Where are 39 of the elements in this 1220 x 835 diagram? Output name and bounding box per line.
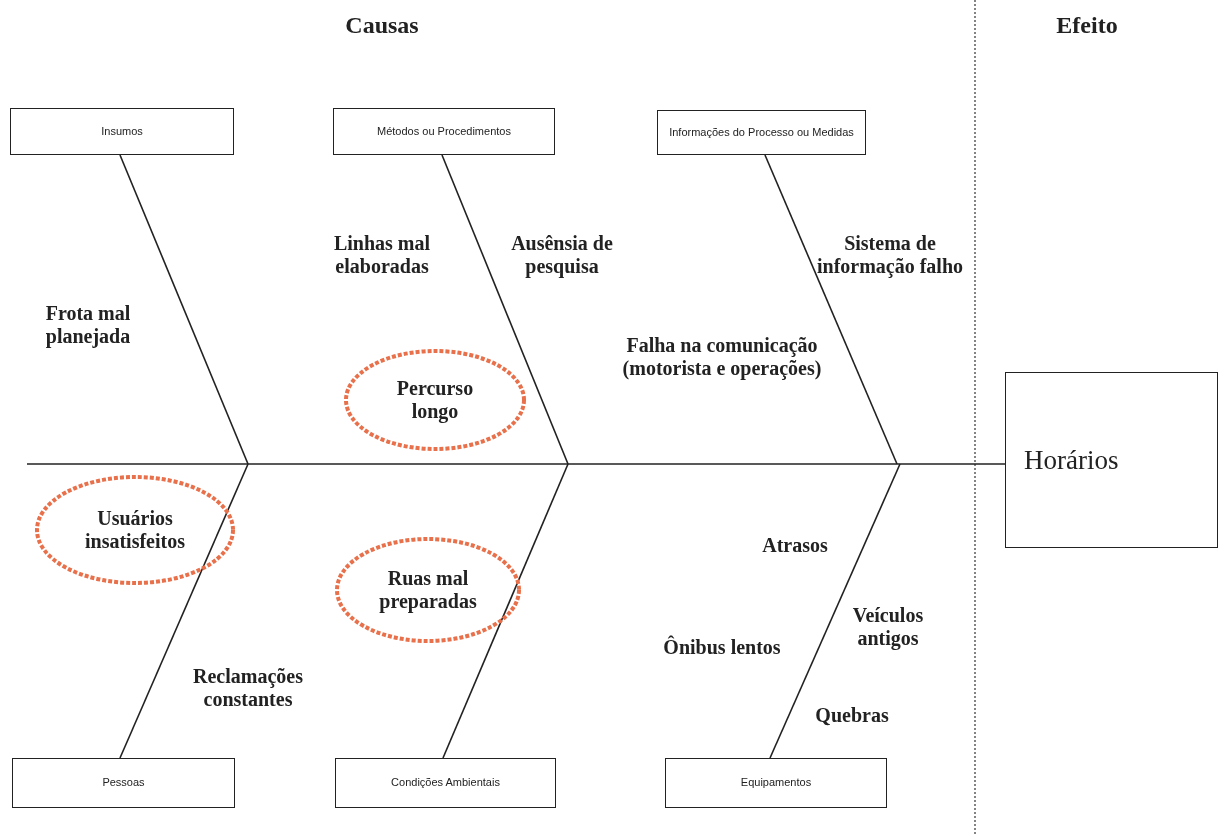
category-box (665, 758, 887, 808)
category-label: Métodos ou Procedimentos (377, 124, 511, 139)
highlighted-cause (333, 535, 523, 645)
category-box (12, 758, 235, 808)
cause-text: Falha na comunicação (motorista e operações) (621, 334, 823, 380)
bone-line (441, 154, 569, 465)
spine-line (26, 463, 1006, 465)
category-label: Pessoas (102, 776, 145, 790)
highlighted-cause (342, 347, 528, 453)
cause-text: Percurso longo (395, 377, 475, 423)
cause-text: Ruas mal preparadas (378, 567, 478, 613)
cause-text: Frota mal planejada (44, 302, 132, 348)
section-heading: Efeito (1055, 12, 1119, 40)
bone-line (119, 463, 249, 759)
cause-text: Usuários insatisfeitos (84, 507, 186, 553)
category-label: Equipamentos (740, 776, 812, 790)
category-box (10, 108, 234, 155)
bone-line (442, 463, 569, 759)
section-heading: Causas (344, 12, 420, 40)
category-label: Informações do Processo ou Medidas (669, 125, 854, 140)
cause-text: Reclamações constantes (192, 665, 304, 711)
cause-text: Ônibus lentos (662, 635, 782, 659)
cause-text: Quebras (814, 703, 890, 727)
cause-text: Sistema de informação falho (815, 232, 965, 278)
cause-text: Atrasos (761, 533, 829, 557)
effect-box (1005, 372, 1218, 548)
bone-line (119, 154, 249, 465)
category-box (335, 758, 556, 808)
bone-line (764, 154, 898, 465)
cause-text: Ausênsia de pesquisa (510, 232, 614, 278)
category-box (333, 108, 555, 155)
cause-text: Veículos antigos (851, 604, 925, 650)
highlighted-cause (33, 473, 237, 587)
category-label: Insumos (101, 124, 143, 139)
category-label: Condições Ambientais (391, 776, 500, 790)
effect-label: Horários (1024, 444, 1119, 476)
category-box (657, 110, 866, 155)
bone-line (769, 463, 901, 759)
cause-text: Linhas mal elaboradas (332, 232, 432, 278)
